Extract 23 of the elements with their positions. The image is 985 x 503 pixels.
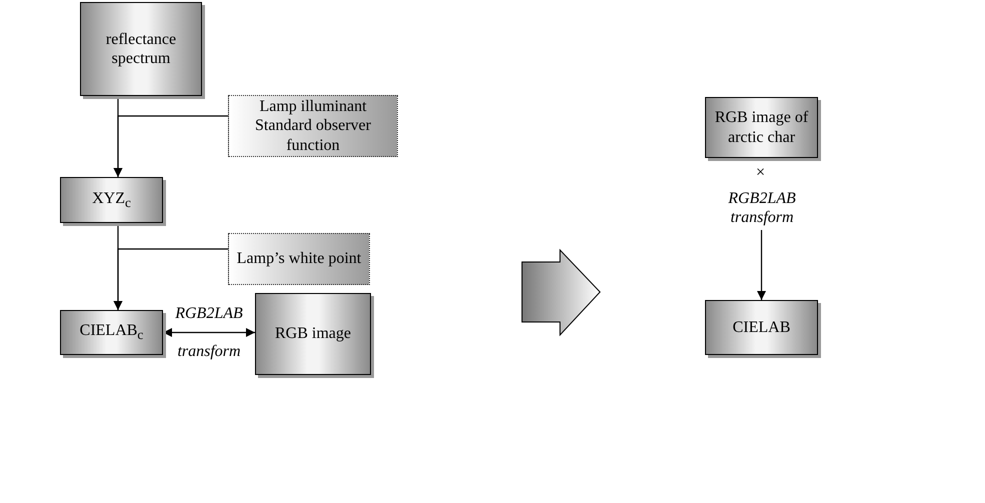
- box-text: RGB image of arctic char: [714, 108, 810, 147]
- box-text: Lamp’s white point: [236, 249, 362, 269]
- input-box: [228, 95, 398, 157]
- process-box: [255, 293, 371, 375]
- process-box: [60, 177, 163, 223]
- arrow: [114, 248, 228, 310]
- box-text: CIELAB: [732, 318, 790, 338]
- box-text: XYZ$_{c}$: [92, 188, 131, 212]
- box-text: reflectance spectrum: [104, 30, 178, 68]
- process-box: [80, 2, 202, 96]
- box-text: RGB image: [275, 324, 351, 344]
- edge-label: RGB2LAB transform: [174, 304, 244, 362]
- process-box: [705, 300, 818, 355]
- process-box: [705, 97, 818, 158]
- box-text: Lamp illuminant Standard observer function: [254, 97, 372, 155]
- multiply-sign: ×: [756, 164, 766, 182]
- process-box: [60, 310, 163, 355]
- input-box: [228, 233, 370, 285]
- arrow: [757, 230, 766, 300]
- box-text: CIELAB$_{c}$: [80, 321, 144, 344]
- arrow: [163, 328, 255, 337]
- transform-text: RGB2LAB transform: [712, 186, 812, 230]
- arrow: [114, 115, 228, 177]
